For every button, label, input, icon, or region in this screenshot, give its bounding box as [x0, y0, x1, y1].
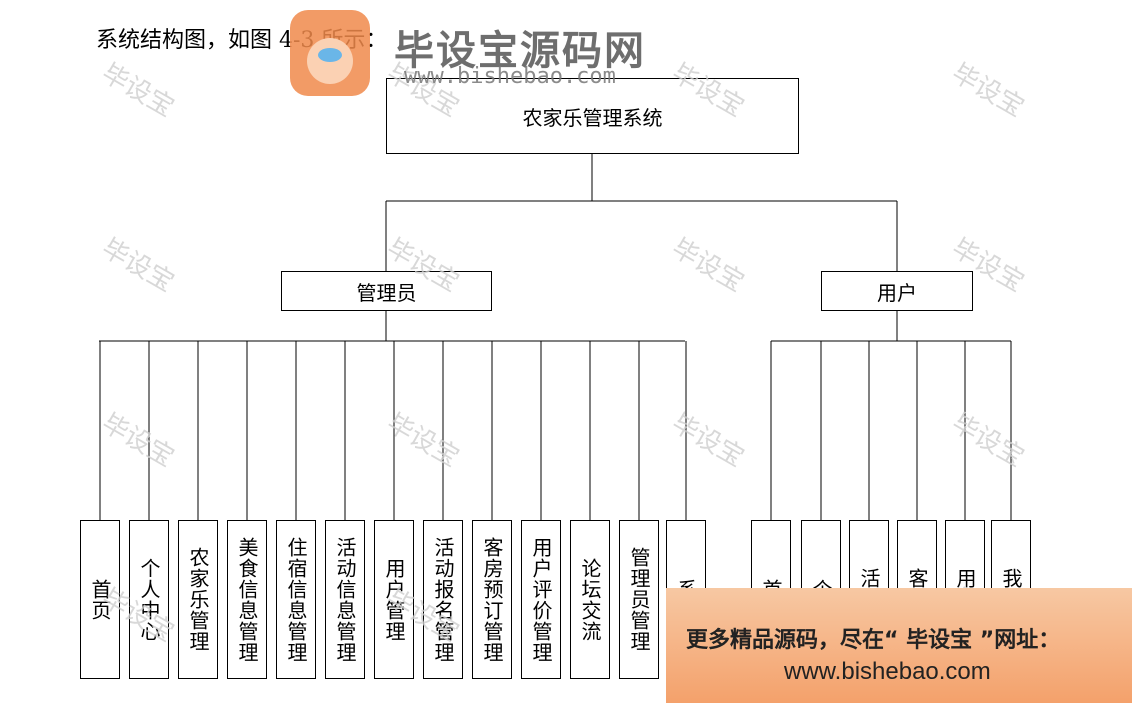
admin-leaf-label: 管理员管理: [627, 547, 651, 652]
admin-leaf-node: 个人中心: [129, 520, 169, 679]
admin-leaf-label: 客房预订管理: [480, 536, 504, 663]
admin-leaf-label: 住宿信息管理: [284, 536, 308, 663]
user-node-label: 用户: [877, 280, 917, 305]
admin-leaf-label: 用户评价管理: [529, 536, 553, 663]
admin-leaf-node: 农家乐管理: [178, 520, 218, 679]
admin-leaf-label: 农家乐管理: [186, 547, 210, 652]
admin-leaf-node: 活动报名管理: [423, 520, 463, 679]
admin-leaf-node: 用户评价管理: [521, 520, 561, 679]
admin-leaf-node: 用户管理: [374, 520, 414, 679]
admin-leaf-node: 住宿信息管理: [276, 520, 316, 679]
user-node: 用户: [821, 271, 973, 311]
admin-node: 管理员: [281, 271, 492, 311]
root-node: 农家乐管理系统: [386, 78, 799, 154]
admin-leaf-node: 首页: [80, 520, 120, 679]
admin-leaf-label: 首页: [88, 578, 112, 621]
admin-leaf-node: 客房预订管理: [472, 520, 512, 679]
ad-banner-line1: 更多精品源码，尽在“ 毕设宝 ”网址：: [686, 628, 1061, 653]
ad-banner-url[interactable]: www.bishebao.com: [784, 658, 991, 685]
admin-leaf-label: 用户管理: [382, 557, 406, 642]
admin-leaf-node: 管理员管理: [619, 520, 659, 679]
admin-leaf-label: 论坛交流: [578, 557, 602, 642]
admin-leaf-label: 个人中心: [137, 557, 161, 642]
admin-leaf-node: 活动信息管理: [325, 520, 365, 679]
logo-mascot-eye-icon: [318, 48, 342, 62]
admin-leaf-label: 美食信息管理: [235, 536, 259, 663]
admin-leaf-node: 美食信息管理: [227, 520, 267, 679]
admin-leaf-label: 活动报名管理: [431, 536, 455, 663]
logo-text: 毕设宝源码网: [394, 28, 646, 74]
admin-node-label: 管理员: [356, 280, 417, 305]
logo-url: www.bishebao.com: [404, 64, 616, 89]
admin-leaf-node: 论坛交流: [570, 520, 610, 679]
root-node-label: 农家乐管理系统: [522, 105, 663, 130]
admin-leaf-label: 活动信息管理: [333, 536, 357, 663]
ad-banner[interactable]: [666, 588, 1132, 703]
